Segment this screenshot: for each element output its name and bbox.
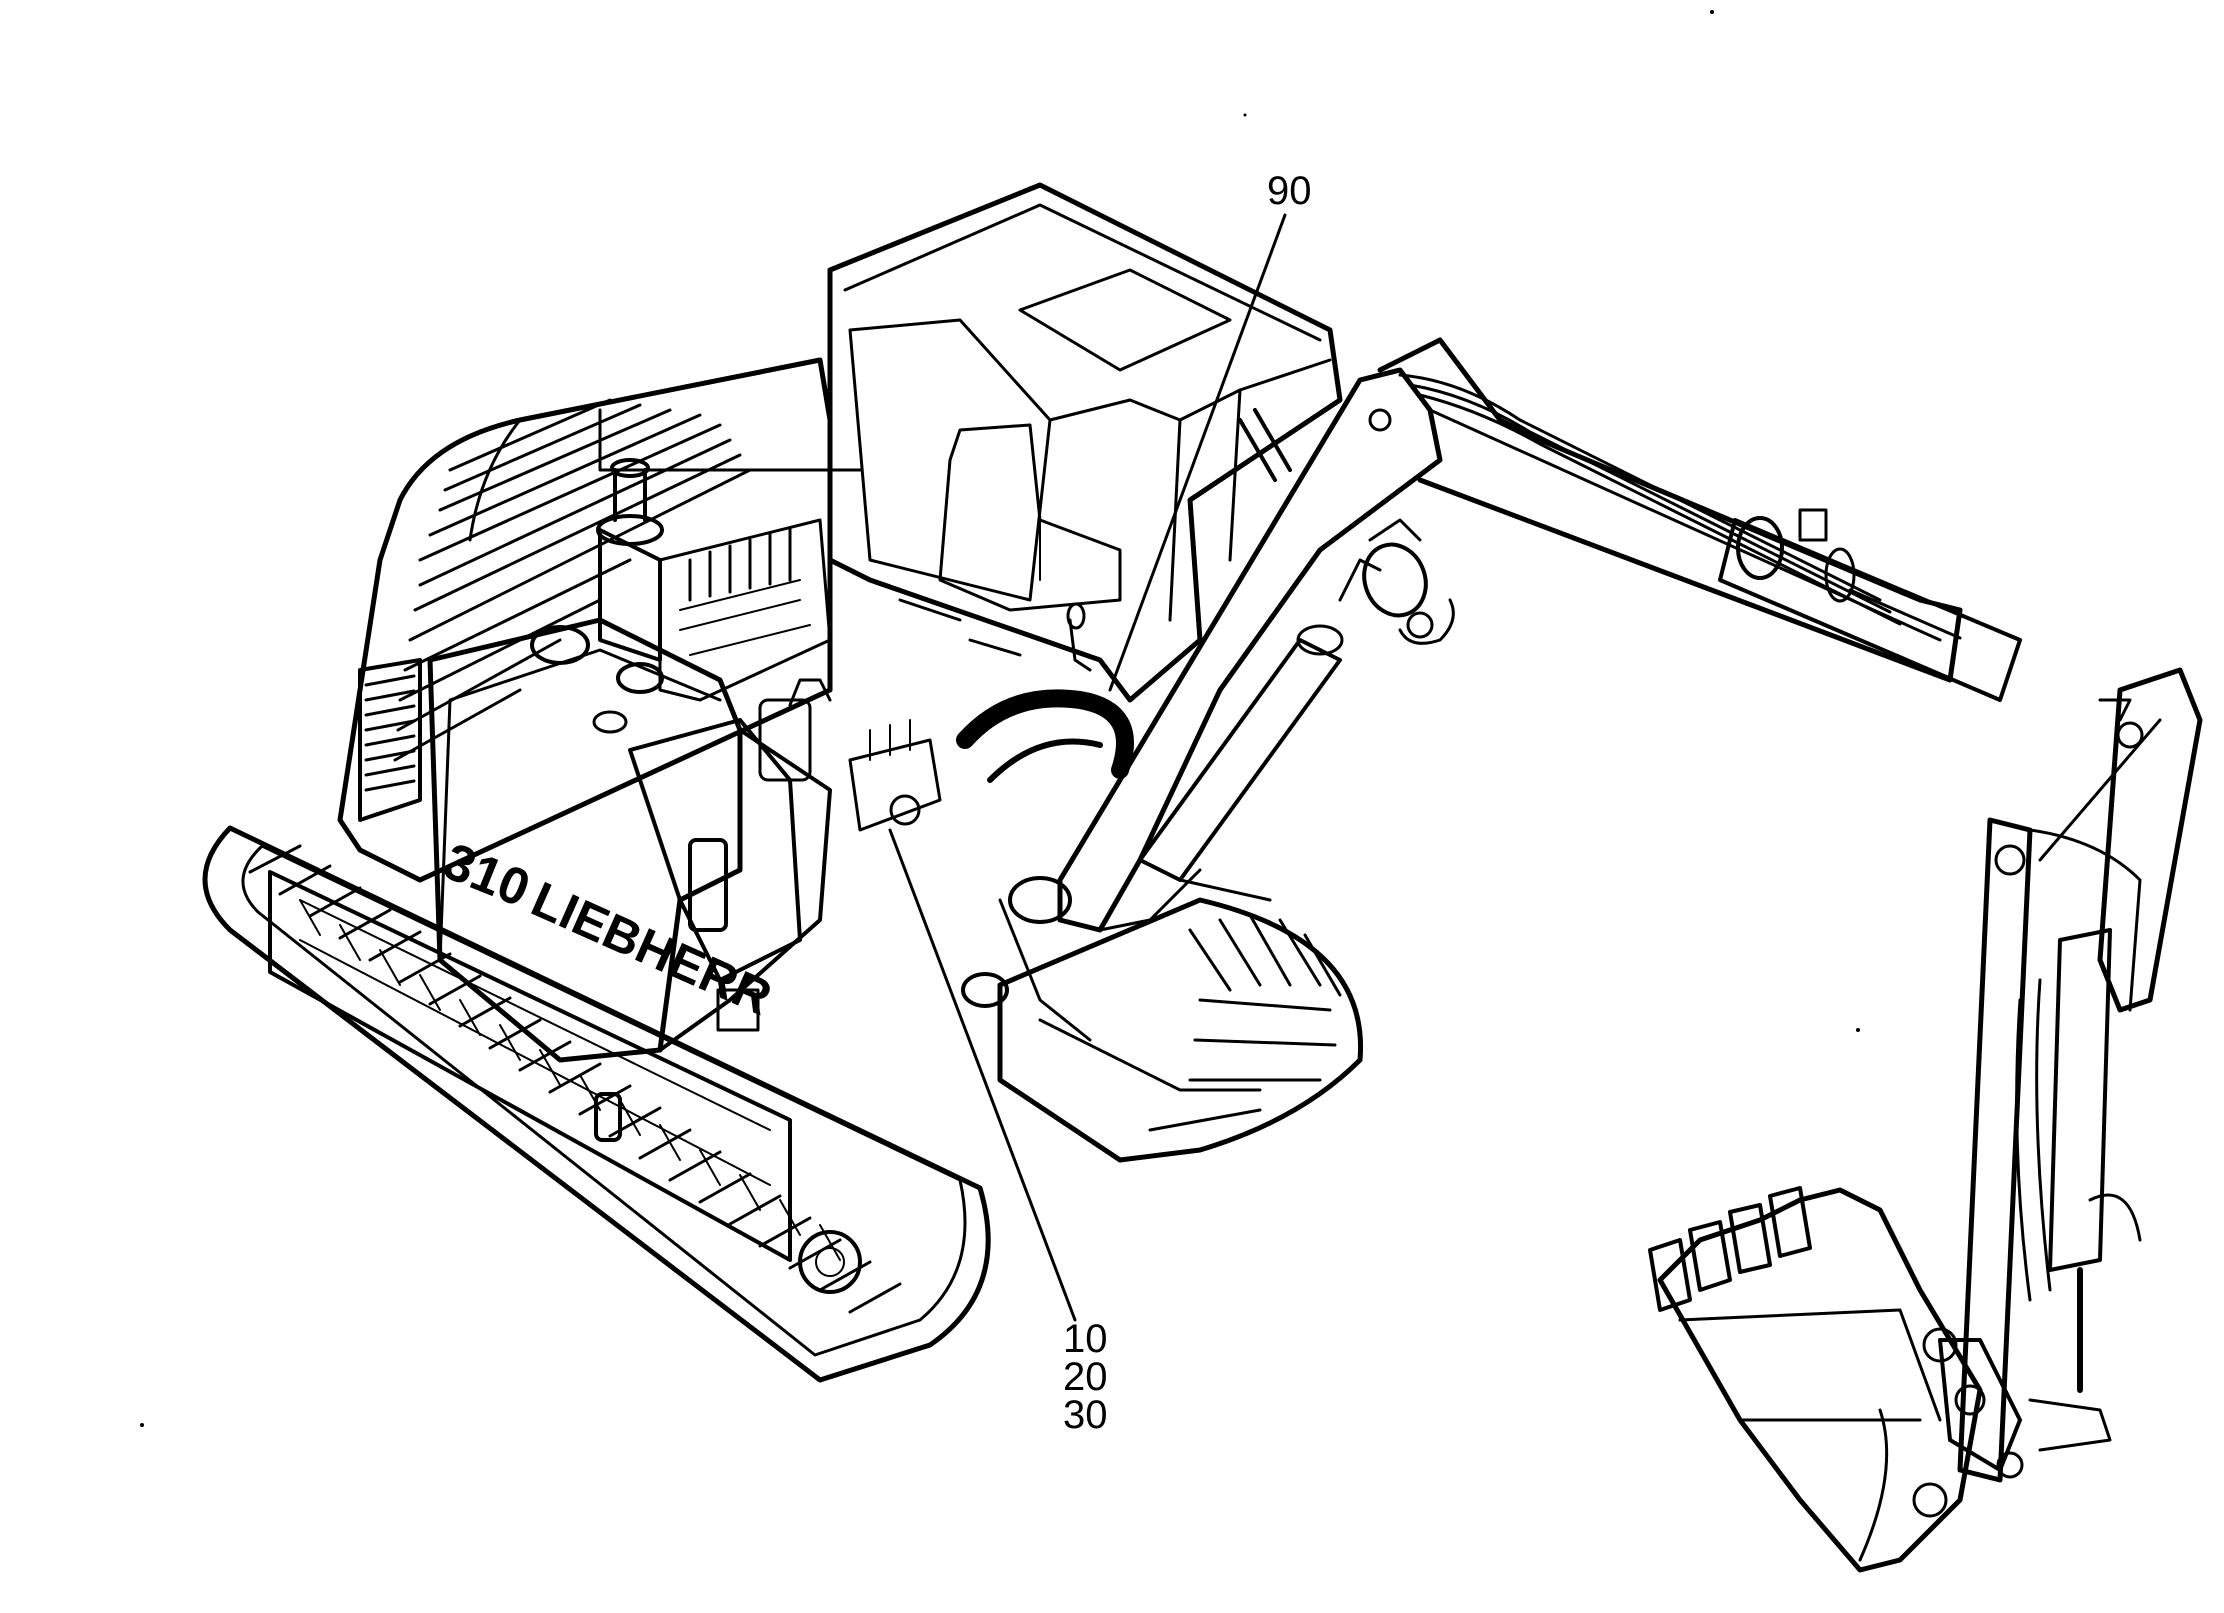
callout-group-10-20-30: 10 20 30 <box>1063 1317 1108 1437</box>
model-plate <box>716 988 760 1032</box>
bucket-teeth <box>1648 1186 1812 1312</box>
operator-cab <box>827 182 1343 703</box>
operator-seat <box>938 423 1122 612</box>
track-frame <box>268 870 792 1262</box>
callout-30: 30 <box>1063 1393 1108 1437</box>
callout-10: 10 <box>1063 1317 1108 1361</box>
leader-line-10-20-30 <box>888 828 1077 1322</box>
engine-hood <box>337 357 862 883</box>
bucket <box>1648 1186 1983 1573</box>
boom-light <box>1362 542 1428 618</box>
bucket-linkage <box>1912 1327 2112 1518</box>
engine-components <box>658 518 942 832</box>
hood-louvres <box>393 398 752 762</box>
brand-decal: LIEBHERR <box>524 871 780 1026</box>
left-crawler-track <box>202 825 991 1383</box>
boom <box>1057 337 1963 933</box>
right-crawler-track <box>997 897 1364 1163</box>
boom-pivot <box>961 876 1092 1042</box>
leader-lines <box>888 213 1287 1322</box>
leader-line-90 <box>1108 213 1287 692</box>
callout-20: 20 <box>1063 1355 1108 1399</box>
hydraulic-tank-cap <box>616 662 664 694</box>
stick-cylinder <box>1718 508 2022 702</box>
fuel-cap <box>530 625 590 665</box>
stick-arm <box>1957 667 2203 1483</box>
boom-cylinder <box>1138 518 1428 902</box>
control-valve <box>848 738 942 832</box>
pump <box>758 698 812 782</box>
roof-hatch <box>1018 268 1232 372</box>
tool-box-door <box>628 718 802 982</box>
callout-90: 90 <box>1267 169 1312 213</box>
model-decal: 310 <box>436 832 538 918</box>
idler-wheel <box>798 1230 862 1294</box>
door-handle <box>688 838 728 932</box>
side-grille <box>358 658 422 822</box>
scan-specks <box>140 10 1860 1427</box>
bucket-cylinder <box>2015 928 2142 1393</box>
control-lever <box>1066 602 1086 630</box>
hose-bundle <box>956 689 1134 783</box>
rear-track-shoes <box>1188 913 1342 1082</box>
track-frame-plate <box>594 1092 622 1142</box>
